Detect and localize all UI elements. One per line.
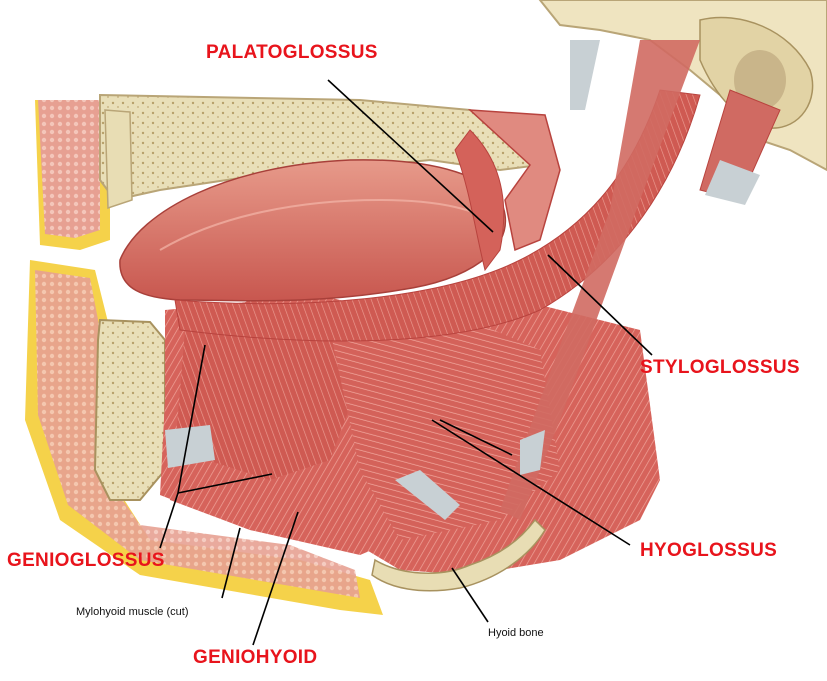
leader-genioglossus-c: [177, 473, 273, 494]
hyoid-bone: [371, 430, 546, 592]
label-hyoglossus: HYOGLOSSUS: [640, 540, 778, 561]
lip-and-chin-outline: [25, 100, 383, 615]
leader-lines: [159, 79, 653, 646]
label-mylohyoid: Mylohyoid muscle (cut): [76, 606, 189, 618]
leader-hyoglossus: [431, 419, 631, 546]
hyoglossus-muscle: [330, 320, 560, 540]
label-genioglossus: GENIOGLOSSUS: [7, 550, 165, 571]
leader-mylohyoid: [221, 527, 241, 599]
label-palatoglossus: PALATOGLOSSUS: [206, 42, 378, 63]
leader-styloglossus: [547, 254, 653, 356]
soft-palate: [467, 109, 561, 252]
leader-genioglossus-a: [159, 492, 179, 549]
genial-tubercle-tendon: [165, 425, 215, 468]
mandible: [93, 318, 166, 501]
leader-hyoid-bone: [451, 567, 489, 623]
styloid-process: [500, 40, 781, 520]
geniohyoid-muscle: [165, 470, 395, 555]
leader-genioglossus-b: [177, 344, 206, 494]
leader-hyoglossus-2: [439, 419, 513, 456]
styloglossus-muscle: [174, 89, 701, 342]
leader-palatoglossus: [327, 79, 494, 233]
genioglossus-muscle: [175, 300, 360, 480]
label-geniohyoid: GENIOHYOID: [193, 647, 318, 668]
label-styloglossus: STYLOGLOSSUS: [640, 357, 800, 378]
label-hyoid-bone: Hyoid bone: [488, 627, 544, 639]
leader-geniohyoid: [252, 511, 299, 646]
palatoglossus-muscle: [454, 129, 505, 272]
